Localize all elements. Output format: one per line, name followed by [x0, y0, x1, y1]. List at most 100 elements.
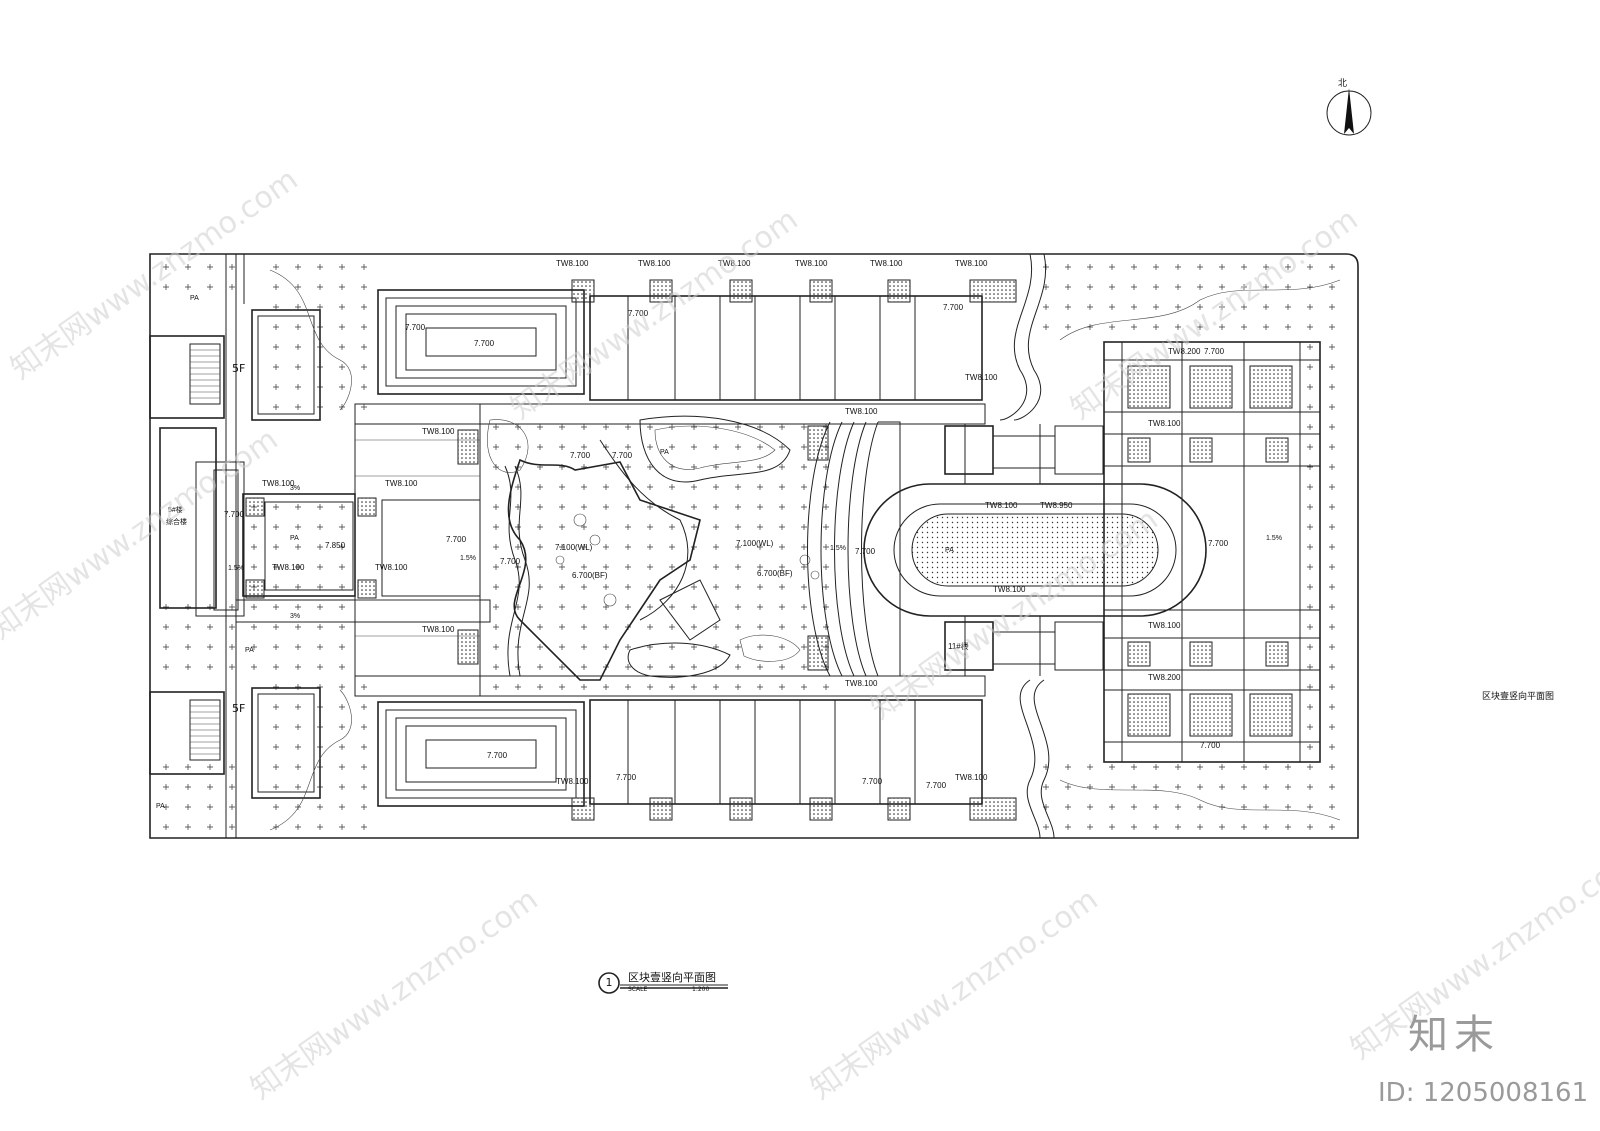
watermark: 知末网www.znzmo.com: [245, 882, 545, 1107]
reflecting-pool-south: [377, 701, 585, 807]
wall-elevation-label: TW8.200: [1168, 347, 1201, 356]
wall-elevation-label: TW8.100: [985, 501, 1018, 510]
drawing-number-circle: [598, 972, 620, 994]
spot-elevation: 7.700: [616, 773, 637, 782]
slope-label: 3%: [290, 613, 300, 620]
lawn-area: [1030, 254, 1340, 334]
spot-elevation: 7.700: [862, 777, 883, 786]
pool-bottom-level: 6.700(BF): [572, 571, 608, 580]
spot-elevation: 7.700: [926, 781, 947, 790]
lawn-area: [150, 254, 240, 304]
side-caption: 区块壹竖向平面图: [1482, 692, 1555, 702]
wall-elevation-label: TW8.100: [955, 773, 988, 782]
brand-logo: 知末: [1408, 1012, 1500, 1058]
wall-elevation-label: TW8.100: [556, 777, 589, 786]
spot-elevation: 7.850: [325, 541, 346, 550]
planter-west-n: [457, 429, 479, 465]
wall-elevation-label: TW8.100: [422, 427, 455, 436]
spot-elevation: 7.700: [500, 557, 521, 566]
building-function: 综合楼: [166, 517, 187, 526]
spot-elevation: 7.700: [612, 451, 633, 460]
wall-elevation-label: TW8.100: [845, 407, 878, 416]
spot-elevation: 7.700: [943, 303, 964, 312]
paving-code: PA: [945, 547, 954, 554]
wall-elevation-label: TW8.200: [1148, 673, 1181, 682]
spot-elevation: 7.700: [487, 751, 508, 760]
lawn-area: [260, 680, 375, 838]
pavilion-north: [944, 425, 1104, 475]
drawing-number: 1: [605, 976, 613, 989]
paving-code: PA: [290, 535, 299, 542]
wall-elevation-label: TW8.100: [422, 625, 455, 634]
wall-elevation-label: TW8.100: [993, 585, 1026, 594]
spot-elevation: 7.700: [855, 547, 876, 556]
spot-elevation: 7.700: [570, 451, 591, 460]
wall-elevation-label: TW8.100: [955, 259, 988, 268]
building-north-left: [149, 309, 321, 421]
building-south-left: [149, 687, 321, 799]
lawn-area: [480, 410, 830, 692]
north-arrow: [1326, 88, 1372, 136]
planter-lp-n: [245, 497, 265, 517]
planter-west-s: [457, 629, 479, 665]
pergola-south: [589, 699, 983, 805]
wall-elevation-label: TW8.100: [718, 259, 751, 268]
planter-mid-n: [357, 497, 377, 517]
wall-elevation-label: TW8.100: [1148, 419, 1181, 428]
planting-contour: [269, 689, 352, 831]
spot-elevation: 7.700: [628, 309, 649, 318]
wall-elevation-label: TW8.100: [795, 259, 828, 268]
lawn-area: [150, 598, 360, 680]
winding-path: [1019, 679, 1041, 839]
slope-label: 1.5%: [1266, 535, 1282, 542]
spot-elevation: 7.700: [405, 323, 426, 332]
water-level: 7.100(WL): [736, 539, 774, 548]
planter-mid-s: [357, 579, 377, 599]
spot-elevation: 7.700: [1200, 741, 1221, 750]
site-boundary: [149, 253, 1359, 839]
central-garden: [487, 415, 820, 681]
wall-elevation-label: TW8.100: [262, 479, 295, 488]
lawn-area: [1300, 330, 1348, 750]
wall-elevation-label: TW8.100: [1148, 621, 1181, 630]
lawn-area: [150, 754, 240, 838]
road-edge: [225, 254, 245, 838]
paving-code: PA: [245, 647, 254, 654]
slope-label: 3%: [290, 485, 300, 492]
scale-label: SCALE: [628, 986, 648, 993]
planting-contour: [269, 269, 352, 411]
building-11-label: 11#楼: [948, 641, 969, 651]
reflecting-pool-north: [377, 289, 585, 395]
wall-elevation-label: TW8.100: [845, 679, 878, 688]
wall-elevation-label: TW8.100: [638, 259, 671, 268]
wall-elevation-label: TW8.100: [385, 479, 418, 488]
paving-code: PA: [190, 295, 199, 302]
tree-planters-north: [571, 279, 1017, 303]
grid-plaza: [1103, 341, 1321, 763]
slope-label: 1.5%: [830, 545, 846, 552]
pavilion-south: [944, 621, 1104, 671]
resource-id: ID: 1205008161: [1378, 1078, 1589, 1108]
winding-path: [1033, 679, 1055, 839]
winding-path: [1013, 253, 1047, 421]
curved-steps: [807, 421, 901, 677]
planting-contour: [1059, 279, 1341, 341]
building-name: 5#楼: [168, 505, 183, 514]
slope-label: 1.5%: [228, 565, 244, 572]
inner-plaza: [381, 499, 481, 597]
spot-elevation: 7.700: [224, 510, 245, 519]
paving-code: PA: [156, 803, 165, 810]
spot-elevation: 7.700: [1208, 539, 1229, 548]
spot-elevation: 7.700: [1204, 347, 1225, 356]
path-lines: [355, 439, 480, 637]
spot-elevation: 7.700: [474, 339, 495, 348]
spot-elevation: 7.700: [446, 535, 467, 544]
watermark: 知末网www.znzmo.com: [805, 882, 1105, 1107]
water-level: 7.100(WL): [555, 543, 593, 552]
watermark: 知末网www.znzmo.com: [5, 162, 305, 387]
wall-elevation-label: TW8.100: [870, 259, 903, 268]
planting-contour: [1059, 779, 1341, 821]
wall-elevation-label: TW8.100: [375, 563, 408, 572]
